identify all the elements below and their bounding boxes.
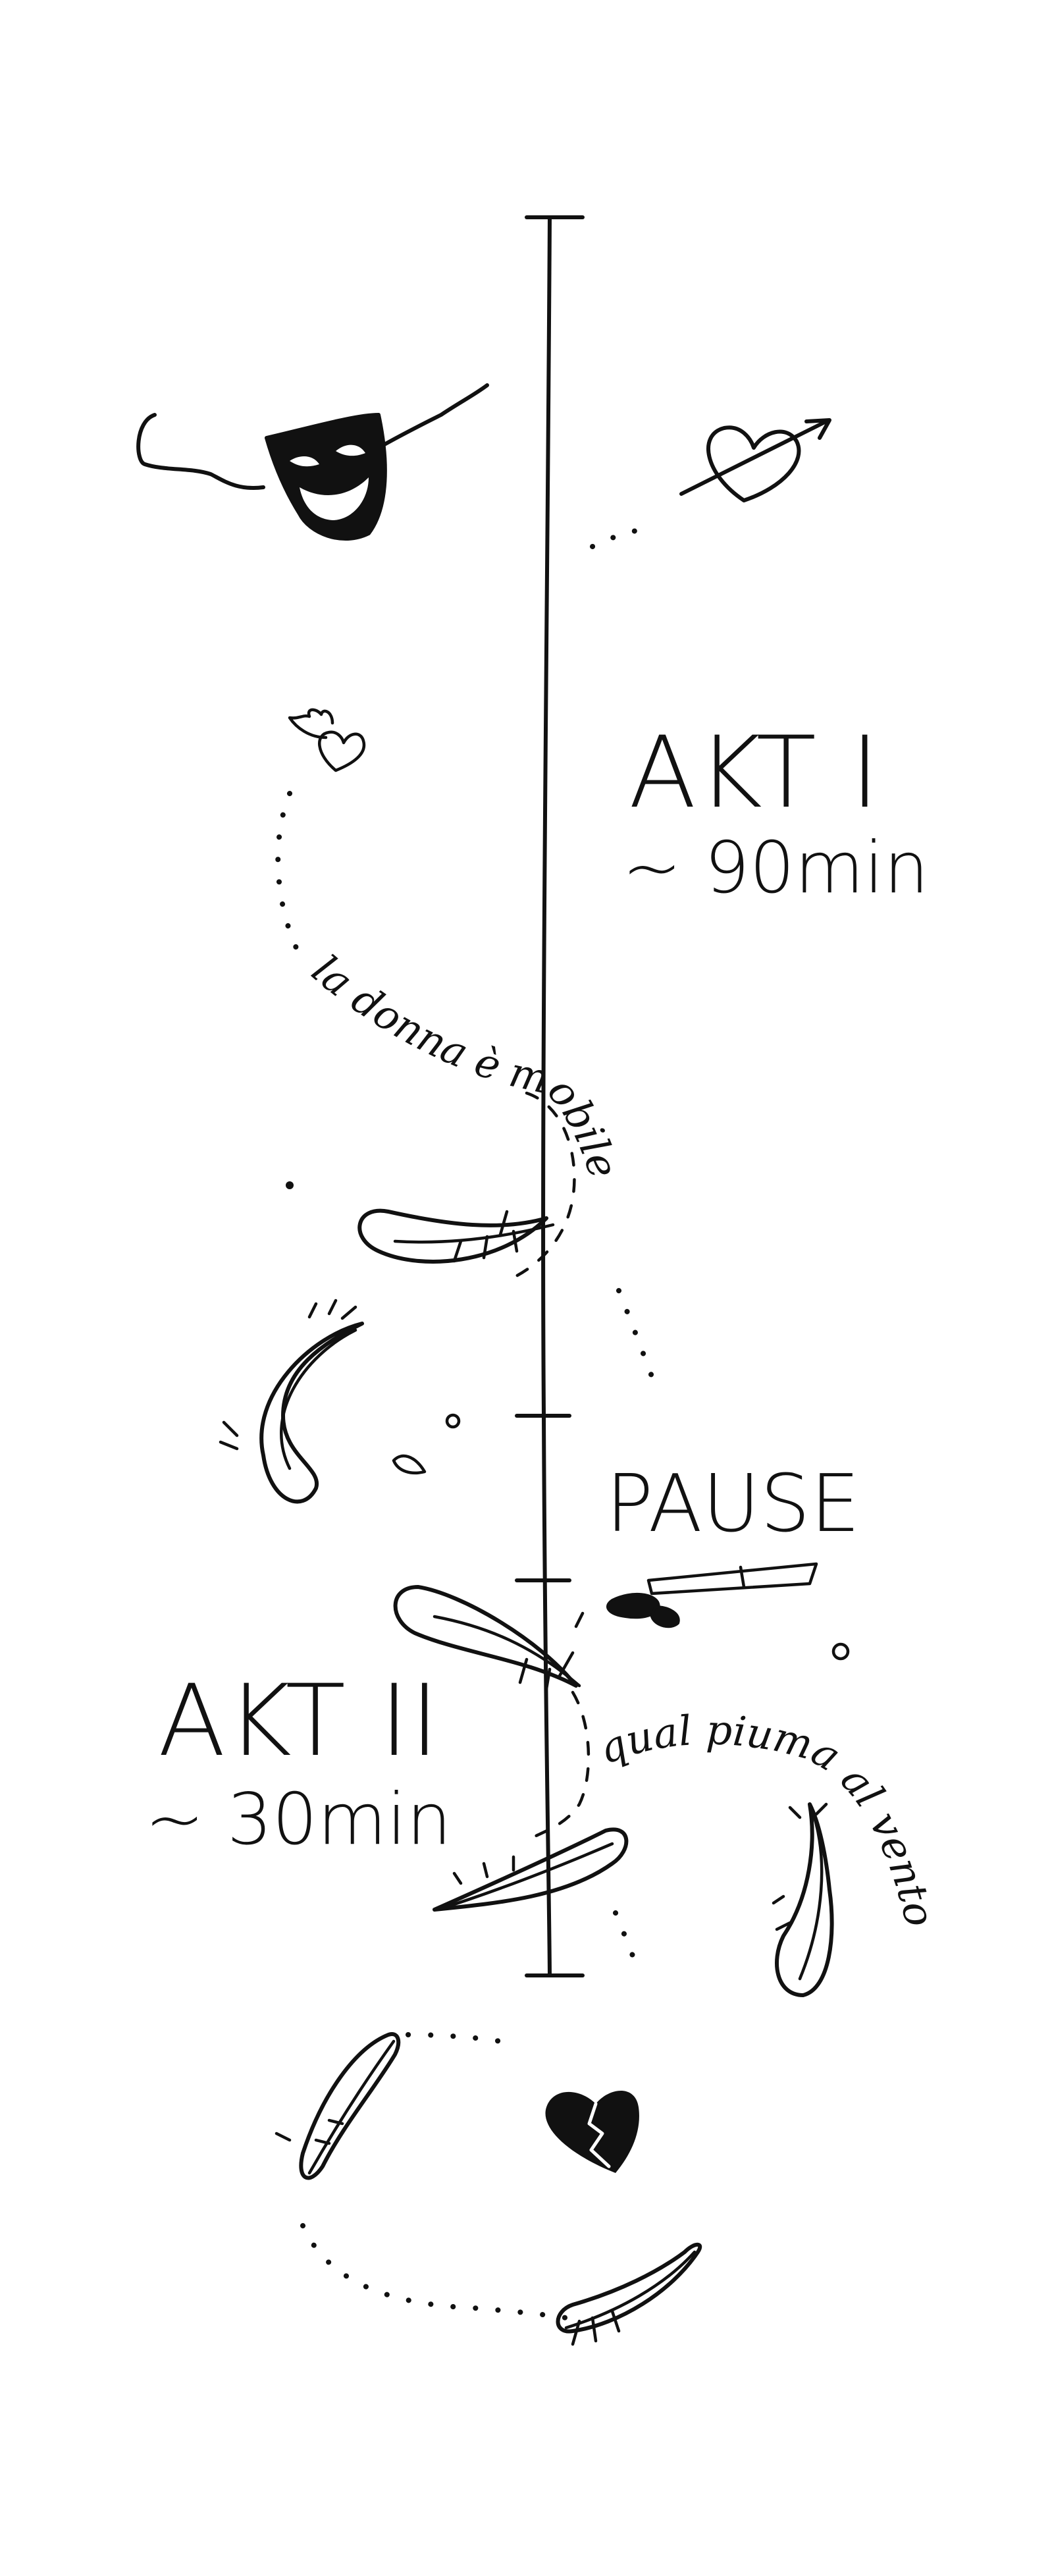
feather-icon	[556, 2242, 702, 2346]
feather-icon	[275, 2032, 401, 2180]
dashed-curve-act-one	[512, 1091, 576, 1279]
theater-mask-icon	[136, 383, 489, 541]
lyric-second-text: qual piuma al vento	[592, 1705, 944, 1931]
lyric-qual-piuma-al-vento: qual piuma al vento	[592, 1705, 944, 1931]
feather-icon	[772, 1802, 834, 1997]
timeline-axis	[515, 215, 585, 1977]
feather-icon	[219, 1299, 364, 1504]
dotted-trail-mid-right	[616, 1288, 654, 1379]
act-one-label: AKT I	[629, 716, 881, 830]
small-circle	[445, 1413, 461, 1429]
lyric-la-donna-e-mobile: la donna è mobile	[303, 946, 628, 1184]
broken-heart-icon	[545, 2091, 639, 2173]
feather-icon	[357, 1208, 555, 1264]
act-one-duration: ~ 90min	[622, 827, 929, 909]
feather-icon	[433, 1827, 629, 1912]
teardrop-icon	[392, 1454, 427, 1475]
heart-arrow-icon	[679, 418, 831, 502]
act-two-label: AKT II	[158, 1664, 440, 1779]
lyric-first-text: la donna è mobile	[303, 946, 628, 1184]
dagger-icon	[606, 1562, 818, 1628]
dotted-trail-lower	[406, 2032, 503, 2044]
dotted-trail-bottom	[300, 2223, 569, 2321]
pause-label: PAUSE	[606, 1459, 860, 1550]
stray-dot	[286, 1181, 294, 1189]
small-circle-right	[831, 1642, 850, 1661]
dotted-trail-upper-right	[590, 527, 641, 549]
winged-heart-icon	[288, 708, 366, 772]
feather-icon	[393, 1585, 585, 1691]
act-two-duration: ~ 30min	[145, 1779, 452, 1861]
dotted-trail-act-two	[613, 1910, 641, 1972]
dashed-curve-act-two	[531, 1690, 591, 1839]
dotted-trail-left-upper	[275, 791, 302, 957]
